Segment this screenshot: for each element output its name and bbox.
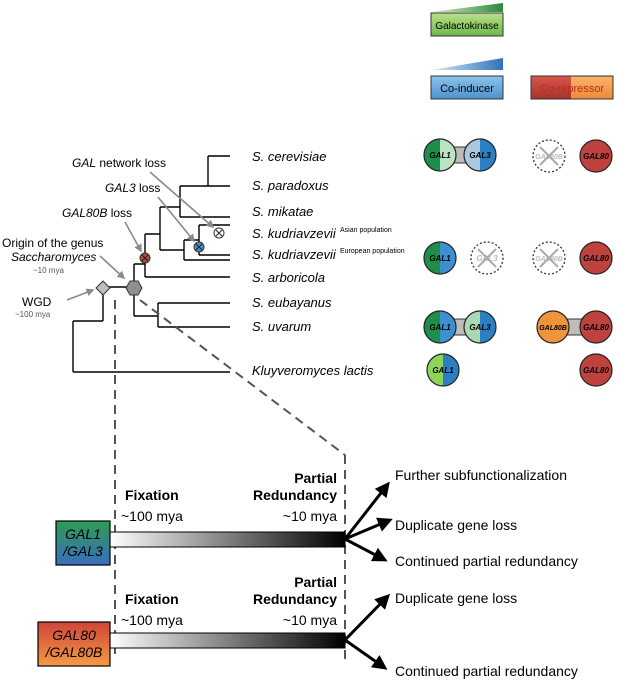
gene-gal80: GAL80 — [583, 323, 609, 332]
gal3-loss-label: GAL3 loss — [105, 181, 160, 195]
outcome-duplicate-gene-loss-2: Duplicate gene loss — [395, 590, 517, 606]
fixation-label-2: Fixation — [125, 591, 179, 607]
gene-gal1: GAL1 — [429, 151, 451, 160]
event-labels: GAL network loss GAL3 loss GAL80B loss O… — [2, 156, 215, 319]
species-s-cerevisiae: S. cerevisiae — [252, 149, 326, 164]
gene-gal80: GAL80 — [583, 254, 609, 263]
partial-label-2: Partial — [294, 574, 337, 590]
galactokinase-wedge — [431, 3, 503, 12]
gene-box-gal1-gal3 — [55, 520, 111, 566]
gene-box-gal80-label: GAL80 — [52, 627, 96, 643]
outcome-continued-partial-redundancy-1: Continued partial redundancy — [395, 553, 578, 569]
species-s-paradoxus: S. paradoxus — [252, 178, 329, 193]
species-s-kudriavzevii-european: S. kudriavzevii — [252, 247, 337, 262]
wgd-diamond-marker — [95, 280, 111, 296]
redundancy-label: Redundancy — [253, 487, 337, 503]
gal-network-loss-marker — [213, 227, 225, 239]
european-population-label: European population — [340, 248, 405, 255]
kudriavzevii-gal1: GAL1 — [423, 241, 457, 275]
wgd-time-label: ~100 mya — [15, 310, 51, 319]
gene-box-gal80b-label: /GAL80B — [45, 644, 103, 660]
timeline-gal1-gal3: Fixation ~100 mya Partial Redundancy ~10… — [55, 467, 578, 569]
gene-gal1: GAL1 — [429, 254, 451, 263]
gradient-bar-2 — [109, 632, 346, 649]
gene-gal1: GAL1 — [432, 366, 454, 375]
kudriavzevii-gal3-lost: GAL3 — [470, 241, 504, 275]
co-inducer-box — [430, 75, 504, 100]
gene-gal1: GAL1 — [429, 323, 451, 332]
galactokinase-box — [430, 12, 504, 37]
outcome-continued-partial-redundancy-2: Continued partial redundancy — [395, 663, 578, 679]
origin-hexagon-marker — [125, 280, 143, 296]
galactokinase-label: Galactokinase — [435, 21, 499, 32]
gene-gal80: GAL80 — [583, 152, 609, 161]
species-s-arboricola: S. arboricola — [252, 270, 325, 285]
asian-population-label: Asian population — [340, 227, 392, 234]
gene-circles: GAL1 GAL3 GAL80B GAL80 GAL1 — [423, 138, 613, 387]
species-labels: S. cerevisiae S. paradoxus S. mikatae S.… — [252, 149, 405, 378]
origin-genus-name: Saccharomyces — [11, 250, 96, 264]
gene-box-gal80-gal80b — [37, 621, 111, 667]
fixation-label: Fixation — [125, 487, 179, 503]
time-10-label: ~10 mya — [283, 508, 337, 524]
species-s-mikatae: S. mikatae — [252, 204, 313, 219]
origin-genus-label-line1: Origin of the genus — [2, 236, 103, 250]
cerevisiae-gal80: GAL80 — [579, 139, 613, 173]
co-repressor-label: Co-repressor — [540, 83, 605, 95]
redundancy-label-2: Redundancy — [253, 591, 337, 607]
uvarum-gal80b-gal80: GAL80B GAL80 — [536, 310, 613, 344]
lactis-gal1: GAL1 — [426, 353, 460, 387]
gene-gal80: GAL80 — [583, 366, 609, 375]
gal-network-loss-label: GAL network loss — [72, 156, 166, 170]
co-inducer-label: Co-inducer — [440, 83, 494, 95]
species-s-uvarum: S. uvarum — [252, 319, 311, 334]
uvarum-gal1-gal3: GAL1 GAL3 — [423, 310, 497, 344]
legend: Galactokinase Co-inducer Co-repressor — [430, 3, 614, 100]
wgd-label: WGD — [22, 295, 52, 309]
gradient-bar-1 — [109, 531, 346, 548]
gal80b-loss-marker — [139, 252, 151, 264]
gene-gal80b-lost: GAL80B — [535, 154, 563, 161]
kudriavzevii-gal80b-lost: GAL80B — [532, 241, 566, 275]
time-100-label-2: ~100 mya — [121, 612, 183, 628]
lactis-gal80: GAL80 — [579, 353, 613, 387]
co-repressor-box-red — [531, 76, 571, 99]
gene-gal3: GAL3 — [469, 323, 491, 332]
co-repressor-box-orange — [571, 76, 613, 99]
species-s-eubayanus: S. eubayanus — [252, 295, 332, 310]
time-100-label: ~100 mya — [121, 508, 183, 524]
cerevisiae-gal1-gal3: GAL1 GAL3 — [423, 138, 497, 172]
gene-gal80b-lost: GAL80B — [535, 256, 563, 263]
co-inducer-wedge — [431, 58, 503, 70]
cerevisiae-gal80b-lost: GAL80B — [532, 139, 566, 173]
outcome-duplicate-gene-loss-1: Duplicate gene loss — [395, 517, 517, 533]
gene-box-gal1-label: GAL1 — [65, 526, 101, 542]
partial-label: Partial — [294, 470, 337, 486]
gal80b-loss-label: GAL80B loss — [62, 206, 132, 220]
projection-dashes — [114, 299, 346, 660]
kudriavzevii-gal80: GAL80 — [579, 241, 613, 275]
origin-time-label: ~10 mya — [33, 266, 64, 275]
species-s-kudriavzevii-asian: S. kudriavzevii — [252, 226, 337, 241]
gene-gal80b: GAL80B — [539, 325, 567, 332]
species-kluyveromyces-lactis: Kluyveromyces lactis — [252, 363, 374, 378]
timeline-gal80-gal80b: Fixation ~100 mya Partial Redundancy ~10… — [37, 574, 578, 679]
gene-box-gal3-label: /GAL3 — [62, 543, 103, 559]
outcome-further-subfunctionalization: Further subfunctionalization — [395, 467, 567, 483]
event-markers — [95, 227, 225, 296]
gene-gal3: GAL3 — [469, 151, 491, 160]
time-10-label-2: ~10 mya — [283, 612, 337, 628]
gal3-loss-marker — [193, 241, 205, 253]
